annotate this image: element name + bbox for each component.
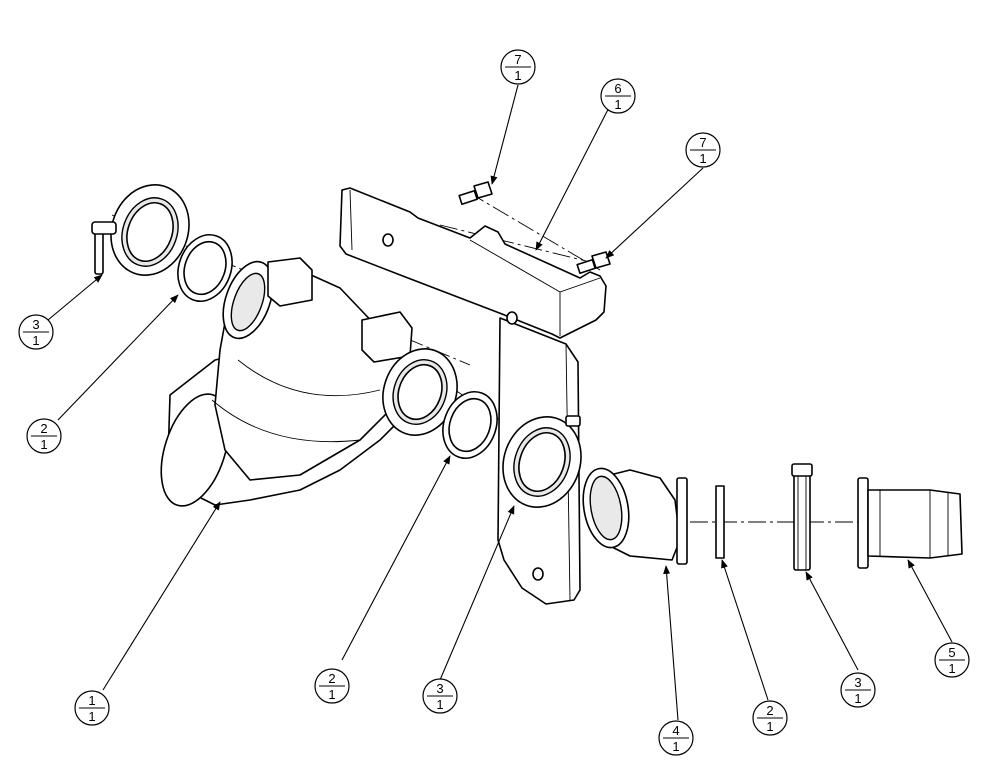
balloon-quantity: 1 — [948, 661, 955, 676]
clamp-part-3-right — [791, 463, 813, 571]
balloon-item-number: 2 — [328, 671, 335, 686]
balloon-quantity: 1 — [88, 709, 95, 724]
gasket-part-2-middle — [442, 391, 498, 459]
balloon-item-number: 3 — [854, 675, 861, 690]
leader-lines — [47, 84, 953, 721]
balloon-item-number: 5 — [948, 645, 955, 660]
balloon-quantity: 1 — [672, 739, 679, 754]
balloon-quantity: 1 — [40, 437, 47, 452]
balloon-item-number: 1 — [88, 693, 95, 708]
balloon-item-7: 71 — [500, 49, 536, 85]
balloon-quantity: 1 — [766, 719, 773, 734]
balloon-quantity: 1 — [514, 68, 521, 83]
balloon-item-2: 21 — [26, 418, 62, 454]
balloon-quantity: 1 — [436, 697, 443, 712]
balloon-item-1: 11 — [74, 690, 110, 726]
balloon-quantity: 1 — [32, 333, 39, 348]
balloon-item-3: 31 — [422, 678, 458, 714]
clamp-part-3-left — [91, 184, 190, 276]
balloon-item-number: 7 — [514, 52, 521, 67]
balloon-item-7: 71 — [685, 132, 721, 168]
bolt-part-7-right — [576, 251, 611, 275]
balloon-item-2: 21 — [314, 668, 350, 704]
balloon-item-number: 4 — [672, 723, 679, 738]
balloon-item-number: 2 — [40, 421, 47, 436]
gasket-part-2-left — [177, 234, 233, 302]
balloon-item-5: 51 — [934, 642, 970, 678]
balloon-quantity: 1 — [328, 687, 335, 702]
balloon-quantity: 1 — [614, 97, 621, 112]
gasket-part-2-right — [715, 485, 725, 559]
clamp-part-3-middle — [502, 415, 582, 508]
elbow-part-4 — [582, 467, 688, 565]
bolt-part-7-upper — [458, 181, 493, 206]
balloon-item-2: 21 — [752, 700, 788, 736]
balloon-item-number: 6 — [614, 81, 621, 96]
balloon-item-6: 61 — [600, 78, 636, 114]
balloon-item-3: 31 — [18, 314, 54, 350]
balloon-quantity: 1 — [699, 151, 706, 166]
balloon-item-number: 2 — [766, 703, 773, 718]
adapter-part-5 — [857, 477, 963, 569]
balloon-quantity: 1 — [854, 691, 861, 706]
balloon-item-number: 3 — [436, 681, 443, 696]
balloon-item-3: 31 — [840, 672, 876, 708]
body-part-1 — [160, 257, 458, 507]
balloon-item-number: 3 — [32, 317, 39, 332]
balloon-item-number: 7 — [699, 135, 706, 150]
balloon-item-4: 41 — [658, 720, 694, 756]
